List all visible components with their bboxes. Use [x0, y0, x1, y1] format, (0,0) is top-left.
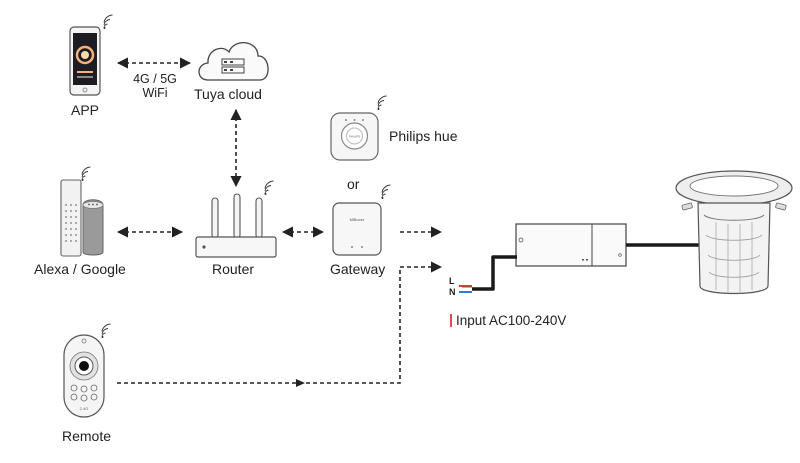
connection-remote-driver — [117, 261, 443, 387]
philips-hue-hub-icon: PHILIPS — [330, 95, 387, 161]
philips-hue-label: Philips hue — [389, 128, 458, 144]
remote-control-icon: 2.4G — [63, 323, 111, 418]
or-label: or — [347, 176, 360, 192]
terminal-l-label: L — [449, 276, 455, 286]
link-label-line2: WiFi — [142, 86, 168, 100]
hub-brand-text: PHILIPS — [349, 135, 361, 139]
gateway-label: Gateway — [330, 261, 386, 277]
link-label-line1: 4G / 5G — [133, 72, 177, 86]
remote-label: Remote — [62, 428, 112, 444]
router-icon — [195, 180, 277, 258]
alexa-google-label: Alexa / Google — [34, 261, 126, 277]
link-label: 4G / 5G WiFi — [115, 72, 195, 100]
router-label: Router — [212, 261, 255, 277]
tuya-cloud-label: Tuya cloud — [194, 86, 262, 102]
gateway-icon: MiBoxer — [332, 184, 391, 256]
smartphone-icon — [69, 14, 113, 96]
app-label: APP — [71, 102, 100, 118]
terminal-n-label: N — [449, 287, 456, 297]
smart-speaker-icon — [60, 166, 104, 257]
input-voltage-label: Input AC100-240V — [456, 313, 567, 328]
remote-brand-text: 2.4G — [80, 406, 89, 411]
cloud-server-icon — [198, 42, 269, 81]
led-driver-icon — [515, 223, 627, 267]
downlight-icon — [675, 170, 793, 295]
gateway-brand-text: MiBoxer — [350, 217, 365, 222]
input-cable — [450, 255, 517, 327]
